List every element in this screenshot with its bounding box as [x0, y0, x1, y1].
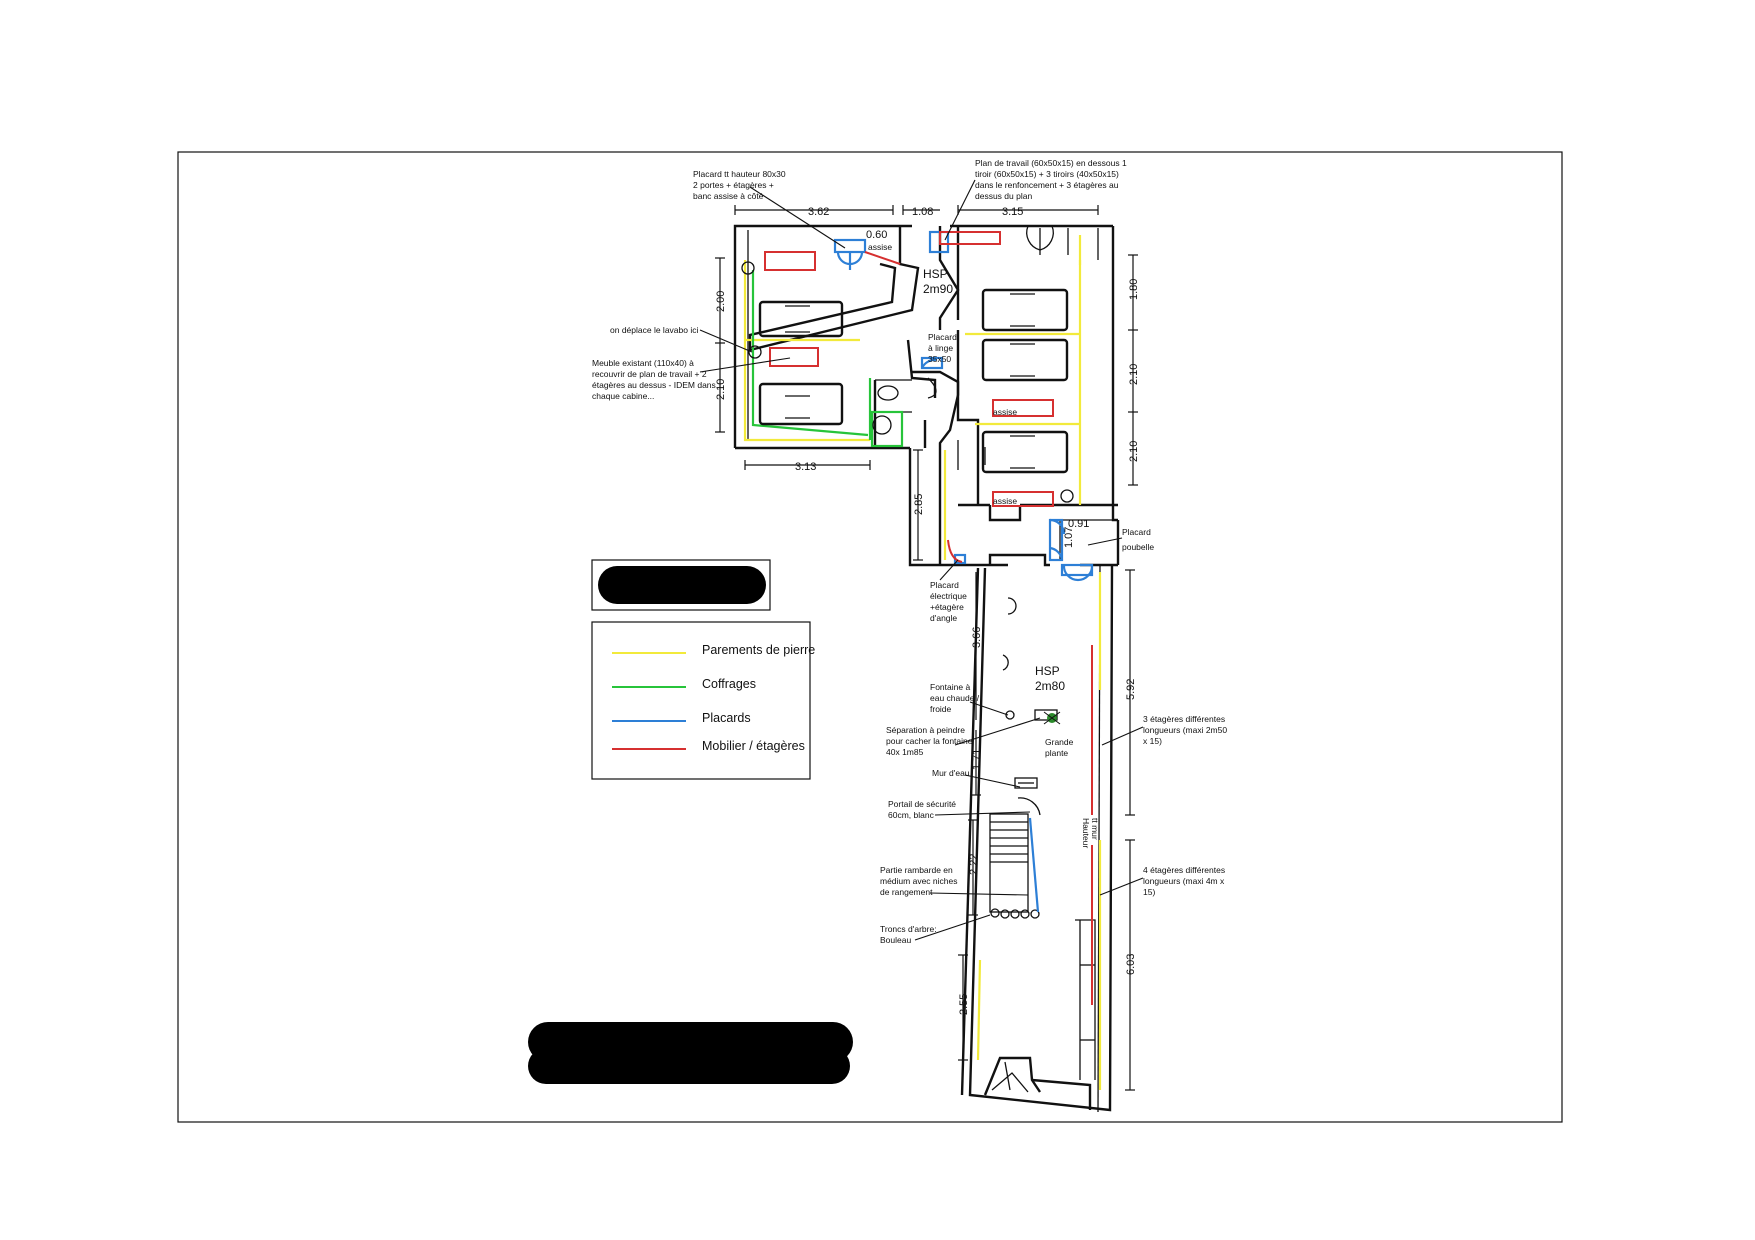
- assise-label-3: assise: [993, 496, 1017, 506]
- dim-210-r2: 2.10: [1128, 441, 1140, 462]
- annotation-troncs: Troncs d'arbre: Bouleau: [880, 924, 939, 945]
- annotations: Placard tt hauteur 80x30 2 portes + étag…: [592, 158, 1229, 945]
- annotation-rambarde: Partie rambarde en médium avec niches de…: [880, 865, 960, 897]
- dim-107: 1.07: [1063, 527, 1075, 548]
- annotation-plan-travail: Plan de travail (60x50x15) en dessous 1 …: [975, 158, 1129, 201]
- legend-label-stone: Parements de pierre: [702, 643, 815, 657]
- annotation-lavabo: on déplace le lavabo ici: [610, 325, 698, 335]
- dim-366: 3.66: [971, 627, 983, 648]
- dim-060: 0.60: [866, 229, 887, 241]
- hsp-top-height: 2m90: [923, 282, 953, 296]
- dim-171: 1.71: [971, 749, 983, 770]
- dim-592: 5.92: [1125, 679, 1137, 700]
- annotation-placard-tt: Placard tt hauteur 80x30 2 portes + étag…: [693, 169, 788, 201]
- sheet-frame: [177, 151, 1563, 1123]
- hsp-bottom-height: 2m80: [1035, 679, 1065, 693]
- annotation-placard-linge: Placard à linge 35x50: [928, 332, 959, 364]
- legend-label-cupboards: Placards: [702, 711, 751, 725]
- dim-313: 3.13: [795, 461, 816, 473]
- annotation-placard-electrique: Placard électrique +étagère d'angle: [930, 580, 969, 623]
- dim-210-left: 2.10: [715, 379, 727, 400]
- formworks: [751, 270, 904, 448]
- redacted-box-frame: [591, 559, 771, 611]
- cupboards: [833, 230, 1094, 913]
- assise-label-1: assise: [868, 242, 892, 252]
- redacted-blob-3: [528, 1048, 850, 1084]
- dim-200: 2.00: [715, 291, 727, 312]
- legend-label-formwork: Coffrages: [702, 677, 756, 691]
- dim-362: 3.62: [808, 206, 829, 218]
- stone-facings: [743, 235, 1102, 1090]
- dim-255: 2.55: [958, 994, 970, 1015]
- dim-285: 2.85: [913, 494, 925, 515]
- annotation-hauteur: Hauteur tt mur: [1081, 818, 1100, 851]
- annotation-mur-eau: Mur d'eau: [932, 768, 970, 778]
- assise-label-2: assise: [993, 407, 1017, 417]
- dim-210-r1: 2.10: [1128, 364, 1140, 385]
- annotation-etageres-4: 4 étagères différentes longueurs (maxi 4…: [1143, 865, 1227, 897]
- annotation-placard-poubelle: Placard poubelle: [1122, 527, 1154, 552]
- annotation-portail: Portail de sécurité 60cm, blanc: [888, 799, 958, 820]
- dim-222: 2.22: [968, 854, 980, 875]
- dim-180: 1.80: [1128, 279, 1140, 300]
- dim-603: 6.03: [1125, 954, 1137, 975]
- dim-091: 0.91: [1068, 518, 1089, 530]
- dim-108: 1.08: [912, 206, 933, 218]
- annotation-etageres-3: 3 étagères différentes longueurs (maxi 2…: [1143, 714, 1229, 746]
- furniture: [764, 231, 1093, 1005]
- plant-icon: [1043, 711, 1061, 725]
- annotation-separation: Séparation à peindre pour cacher la font…: [886, 725, 975, 757]
- dimension-labels: 3.62 1.08 3.15 0.60 2.00 2.10 3.13 2.85 …: [715, 206, 1140, 1015]
- hsp-bottom-label: HSP: [1035, 664, 1060, 678]
- redaction-marks: [528, 559, 853, 1084]
- room-labels: HSP 2m90 HSP 2m80 assise assise assise: [868, 242, 1065, 693]
- cabin-beds: [741, 225, 1074, 503]
- birch-trunks: [990, 908, 1040, 919]
- annotation-meuble: Meuble existant (110x40) à recouvrir de …: [592, 358, 718, 401]
- stair-steps: [990, 821, 1028, 863]
- legend: Parements de pierre Coffrages Placards M…: [591, 621, 815, 780]
- hsp-top-label: HSP: [923, 267, 948, 281]
- annotation-fontaine: Fontaine à eau chaude / froide: [930, 682, 982, 714]
- dimension-lines: [715, 205, 1138, 1091]
- annotation-grande-plante: Grande plante: [1045, 737, 1076, 758]
- dim-315: 3.15: [1002, 206, 1023, 218]
- legend-box: [591, 621, 811, 780]
- redacted-blob-1: [598, 566, 766, 604]
- legend-label-furniture: Mobilier / étagères: [702, 739, 805, 753]
